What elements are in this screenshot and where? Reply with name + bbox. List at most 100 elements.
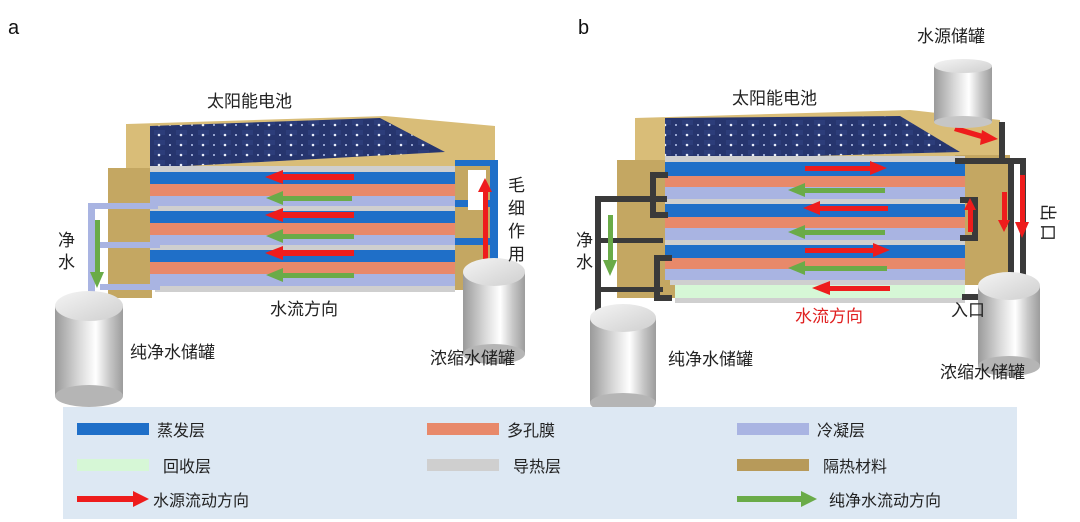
arrows-a bbox=[90, 170, 492, 288]
conduction-layer bbox=[150, 245, 455, 250]
capillary-label-char: 作 bbox=[508, 222, 525, 242]
panel-a: a bbox=[8, 17, 525, 407]
capillary-label-char: 用 bbox=[508, 245, 525, 265]
source-tank-label-b: 水源储罐 bbox=[917, 27, 985, 47]
legend-label: 蒸发层 bbox=[157, 421, 206, 440]
pure-tank-label-a: 纯净水储罐 bbox=[130, 343, 215, 363]
condensation-layer bbox=[665, 269, 965, 280]
pure-water-tank-a bbox=[55, 291, 123, 407]
capillary-pipe-a bbox=[455, 160, 498, 270]
solar-panel-b bbox=[665, 116, 960, 160]
pure-water-tank-b bbox=[590, 304, 656, 413]
red-arrow bbox=[265, 170, 354, 184]
membrane-layer bbox=[665, 258, 965, 269]
layer-stack-b bbox=[665, 156, 965, 303]
conduction-layer bbox=[155, 286, 455, 292]
conduction-layer bbox=[665, 199, 965, 204]
membrane-layer bbox=[665, 176, 965, 187]
legend-swatch bbox=[427, 423, 499, 435]
membrane-layer bbox=[150, 223, 455, 235]
panel-letter-a: a bbox=[8, 17, 20, 39]
solar-label-b: 太阳能电池 bbox=[732, 89, 817, 109]
red-arrow bbox=[812, 281, 890, 295]
legend-label: 冷凝层 bbox=[817, 421, 866, 440]
legend-label: 导热层 bbox=[513, 457, 562, 476]
green-arrow-down bbox=[603, 215, 617, 276]
red-arrow bbox=[265, 208, 354, 222]
red-arrow-diag bbox=[954, 126, 998, 145]
legend-swatch bbox=[737, 423, 809, 435]
panel-letter-b: b bbox=[578, 17, 589, 39]
solar-label-a: 太阳能电池 bbox=[207, 92, 292, 112]
pure-water-label-char: 水 bbox=[576, 253, 593, 273]
condensation-layer bbox=[150, 235, 455, 245]
green-arrow-icon bbox=[737, 491, 817, 507]
concentrate-tank-b bbox=[978, 272, 1040, 376]
red-arrow-down bbox=[998, 192, 1010, 232]
legend-item-insulation: 隔热材料 bbox=[737, 453, 887, 477]
conduction-layer bbox=[150, 166, 455, 172]
legend-item-recovery: 回收层 bbox=[77, 453, 211, 477]
green-arrow bbox=[266, 191, 352, 205]
membrane-layer bbox=[150, 184, 455, 196]
conduction-layer bbox=[150, 206, 455, 211]
legend-label: 多孔膜 bbox=[507, 421, 556, 440]
legend-item-conduction: 导热层 bbox=[427, 453, 561, 477]
legend-label: 回收层 bbox=[163, 457, 212, 476]
green-arrow bbox=[788, 261, 887, 275]
capillary-label-char: 毛 bbox=[508, 176, 525, 196]
legend-swatch bbox=[427, 459, 499, 471]
red-arrow-right bbox=[805, 161, 887, 175]
insulation-left-a bbox=[108, 168, 152, 298]
legend-item-condensation: 冷凝层 bbox=[737, 417, 865, 441]
conduction-layer bbox=[665, 240, 965, 245]
red-arrow-down bbox=[1015, 175, 1029, 238]
panel-b: b bbox=[576, 17, 1057, 413]
conduction-layer bbox=[665, 156, 965, 162]
red-arrow bbox=[803, 201, 888, 215]
legend-label: 水源流动方向 bbox=[153, 491, 250, 510]
red-arrow-up bbox=[478, 178, 492, 260]
conduction-layer bbox=[670, 280, 965, 285]
arrows-b bbox=[603, 126, 1029, 295]
recovery-layer bbox=[675, 285, 965, 298]
solar-panel-a bbox=[150, 118, 445, 168]
green-arrow bbox=[788, 183, 885, 197]
legend-item-membrane: 多孔膜 bbox=[427, 417, 555, 441]
outlet-label-char: 出 bbox=[1037, 204, 1057, 221]
pure-water-label-char: 水 bbox=[58, 253, 75, 273]
source-tank-b bbox=[934, 59, 992, 128]
concentrate-tank-label-b: 浓缩水储罐 bbox=[940, 363, 1025, 383]
pure-water-pipe-a bbox=[88, 203, 160, 295]
green-arrow-down bbox=[90, 220, 104, 288]
red-arrow-right bbox=[805, 243, 890, 257]
red-arrow bbox=[265, 246, 354, 260]
legend-item-evaporation: 蒸发层 bbox=[77, 417, 205, 441]
red-arrow-icon bbox=[77, 491, 149, 507]
flow-direction-label-b: 水流方向 bbox=[795, 307, 863, 327]
legend-label: 隔热材料 bbox=[823, 457, 888, 476]
legend-swatch bbox=[737, 459, 809, 471]
green-arrow bbox=[266, 268, 354, 282]
condensation-layer bbox=[150, 274, 455, 286]
pure-tank-label-b: 纯净水储罐 bbox=[668, 350, 753, 370]
pure-water-label-char: 净 bbox=[58, 231, 75, 251]
red-arrow-up bbox=[964, 198, 976, 232]
concentrate-tank-label-a: 浓缩水储罐 bbox=[430, 349, 515, 369]
capillary-label-char: 细 bbox=[508, 199, 525, 219]
membrane-layer bbox=[150, 262, 455, 274]
conduction-layer bbox=[675, 298, 965, 303]
inlet-label-b: 入口 bbox=[951, 301, 985, 321]
legend: 蒸发层 多孔膜 冷凝层 回收层 导热层 隔热材料 水源流动方向 纯净水流动方向 bbox=[63, 407, 1017, 519]
legend-swatch bbox=[77, 459, 149, 471]
legend-swatch bbox=[77, 423, 149, 435]
green-arrow bbox=[266, 229, 354, 243]
flow-direction-label-a: 水流方向 bbox=[270, 300, 338, 320]
pure-water-label-char: 净 bbox=[576, 231, 593, 251]
concentrate-tank-a bbox=[463, 258, 525, 364]
outlet-label-char: 口 bbox=[1037, 224, 1057, 241]
legend-item-pure-flow: 纯净水流动方向 bbox=[737, 487, 941, 511]
membrane-layer bbox=[665, 217, 965, 228]
legend-label: 纯净水流动方向 bbox=[829, 491, 942, 510]
